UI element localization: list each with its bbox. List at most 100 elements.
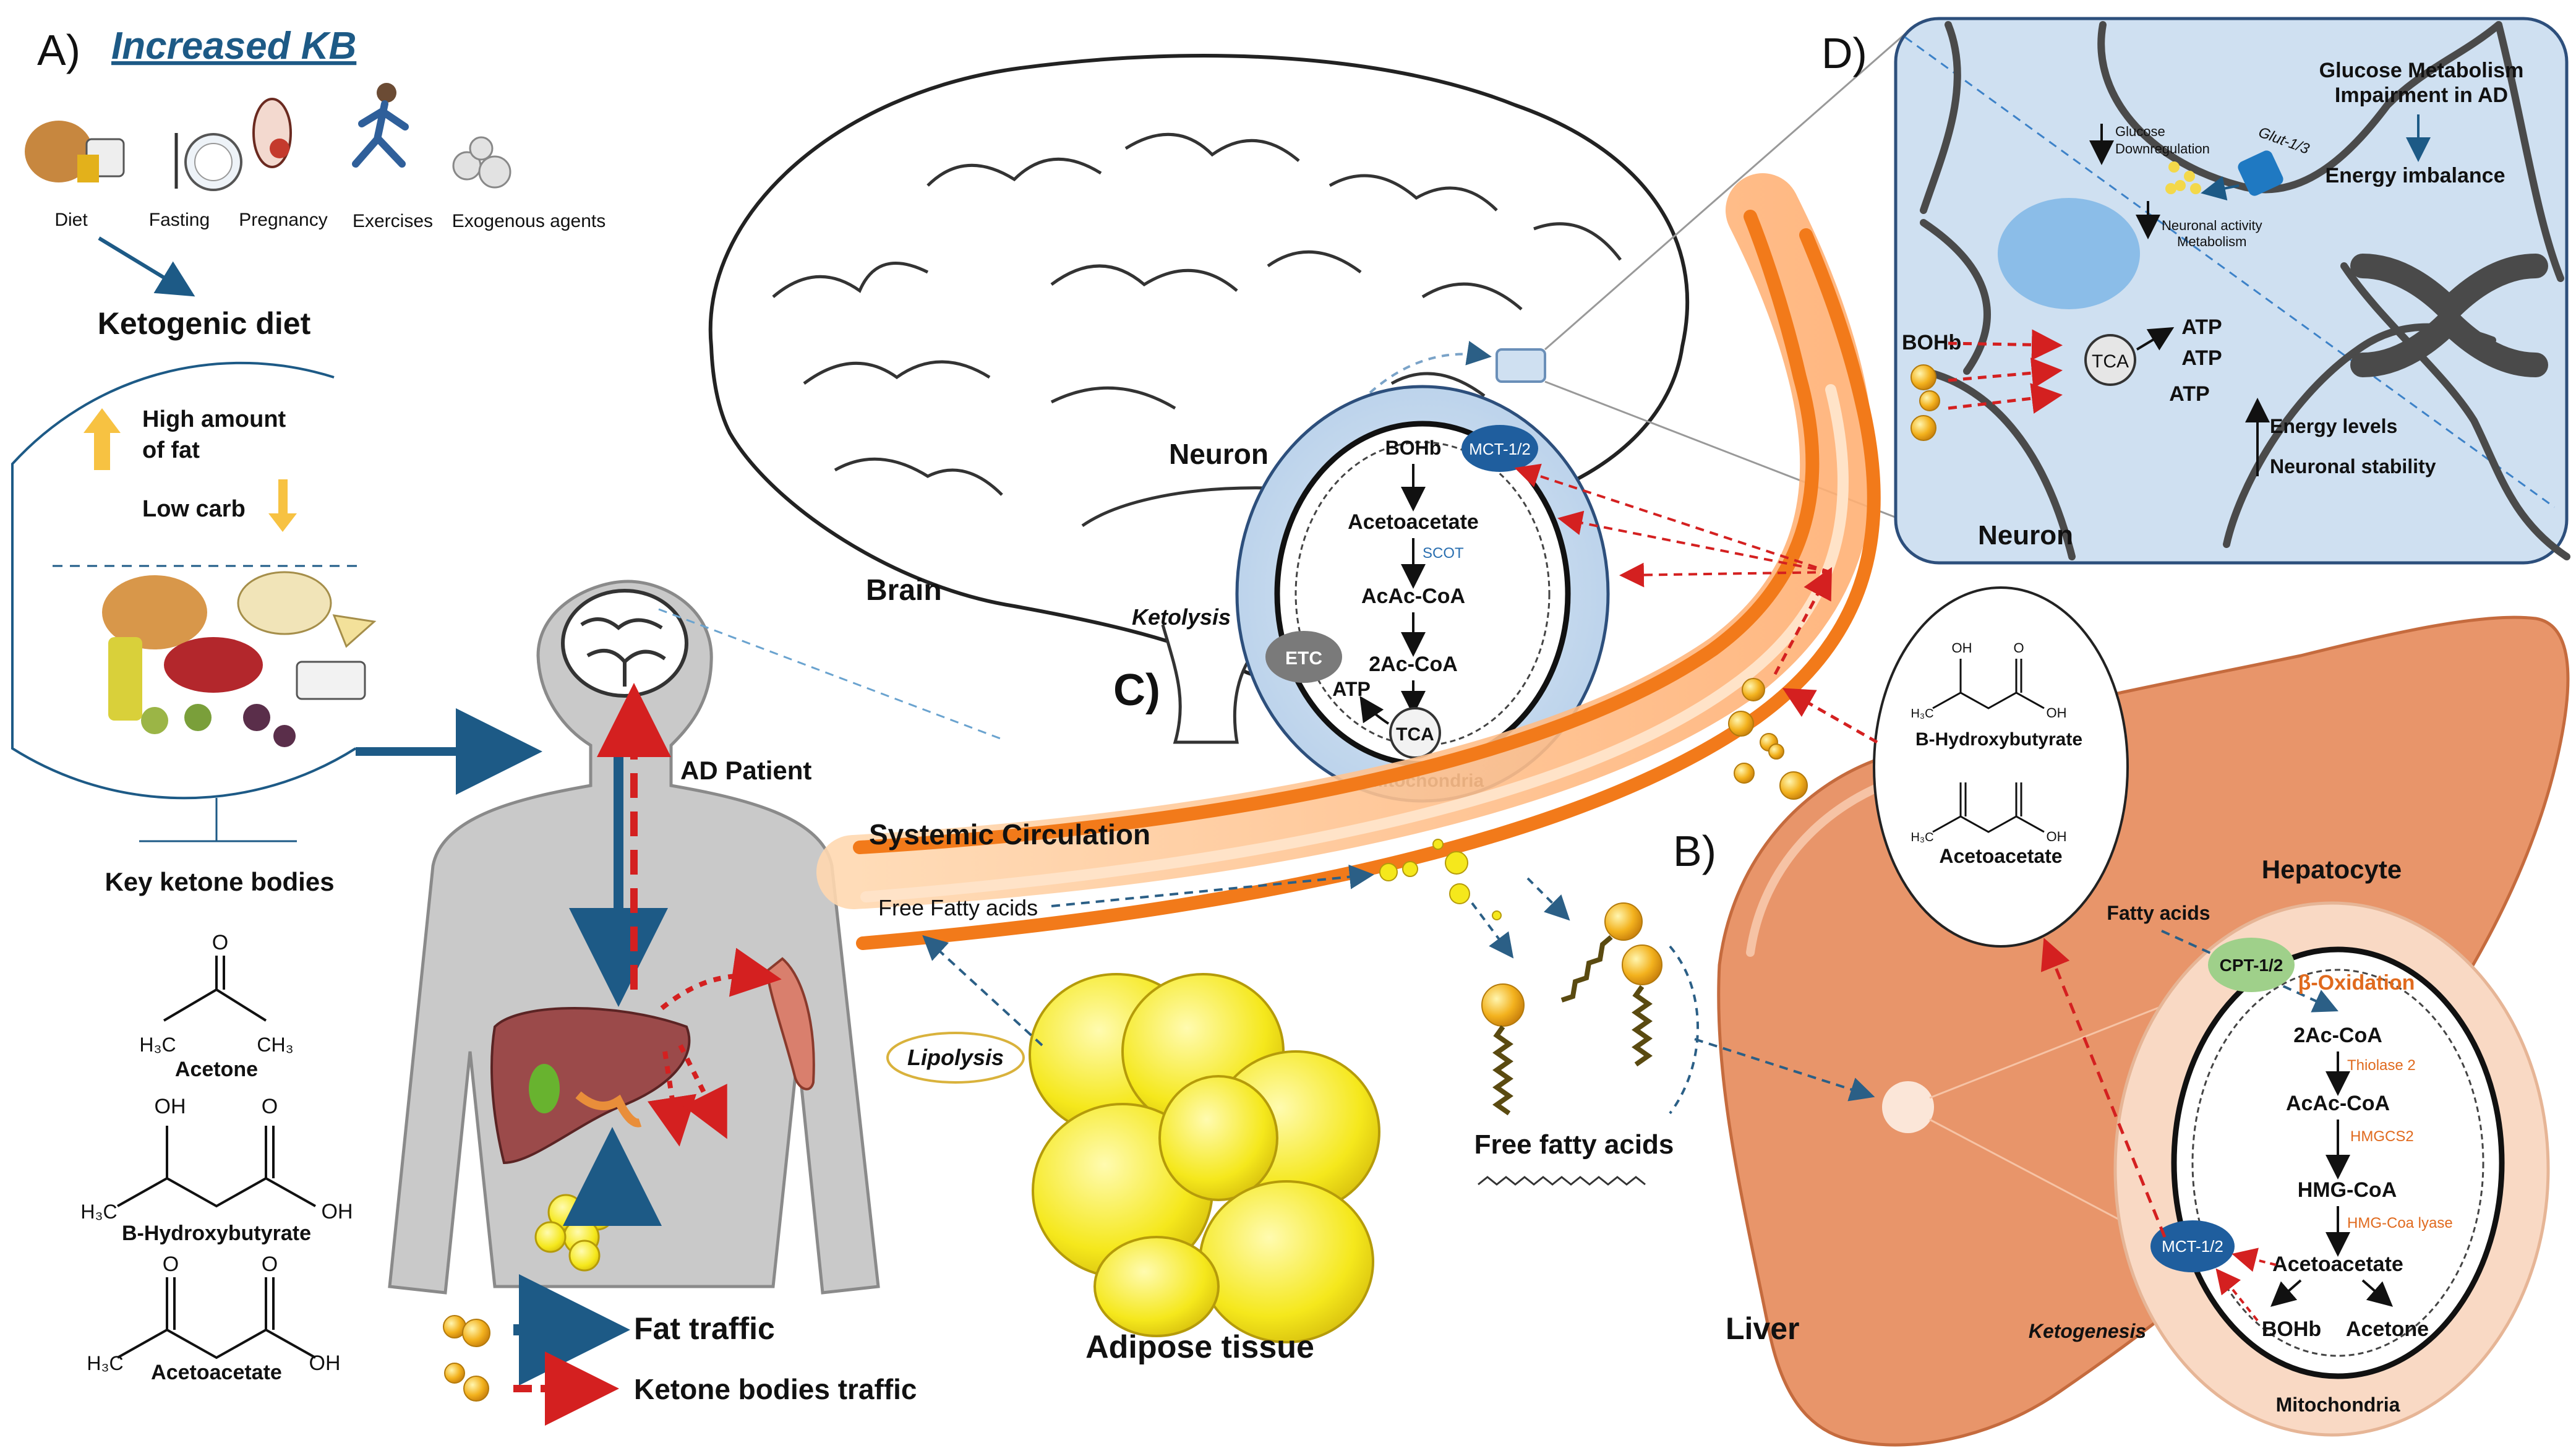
panel-b-letter: B) <box>1673 827 1716 875</box>
acetoacetate-structure: O O H₃C OH Acetoacetate <box>87 1253 340 1384</box>
liver-mitochondrion-inner <box>2191 969 2484 1357</box>
acac-oxygen-1: O <box>163 1253 179 1276</box>
b-fatty-acids: Fatty acids <box>2107 902 2210 924</box>
oval-bhb-h3c: H₃C <box>1911 707 1933 721</box>
c-scot-enzyme: SCOT <box>1423 545 1464 562</box>
c-atp: ATP <box>1332 678 1371 700</box>
d-neuronal-stability: Neuronal stability <box>2270 455 2436 477</box>
c-etc-label: ETC <box>1285 648 1322 669</box>
b-to-bohb-arrow <box>2270 1279 2302 1307</box>
source-exogenous-agents: Exogenous agents <box>452 211 606 231</box>
fatty-foods-icon <box>102 571 377 747</box>
oval-bhb-oh: OH <box>1952 640 1972 656</box>
d-ketone-arrow-1 <box>1948 329 2063 361</box>
oval-acac-oh: OH <box>2047 829 2067 844</box>
b-2ac-coa: 2Ac-CoA <box>2293 1024 2382 1047</box>
b-cpt-transporter <box>2208 938 2295 992</box>
neuron-processes <box>1920 21 2570 560</box>
acetoacetate-name: Acetoacetate <box>151 1361 282 1384</box>
b-ketogenesis: Ketogenesis <box>2029 1320 2146 1342</box>
b-ketone-export-arrow <box>2040 938 2167 1238</box>
panel-d-frame <box>1894 17 2569 565</box>
legend-ketone-traffic: Ketone bodies traffic <box>634 1373 917 1405</box>
b-cpt-label: CPT-1/2 <box>2220 956 2283 975</box>
body-liver-icon <box>490 1007 691 1165</box>
acac-h3c: H₃C <box>87 1352 123 1374</box>
head-zoom-line <box>658 608 1003 740</box>
d-tca-cycle <box>2084 334 2136 386</box>
fasting-icon <box>174 133 242 191</box>
b-acetone: Acetone <box>2346 1317 2429 1341</box>
increased-kb-title: Increased KB <box>111 25 356 67</box>
high-fat-line2: of fat <box>142 437 200 463</box>
bhb-oh-top: OH <box>155 1095 186 1118</box>
liver-label: Liver <box>1726 1311 1800 1346</box>
d-neuron-label: Neuron <box>1978 520 2073 550</box>
free-fatty-acids-label: Free fatty acids <box>1474 1129 1674 1160</box>
low-carb-label: Low carb <box>142 496 246 522</box>
b-hmg-lyase: HMG-Coa lyase <box>2347 1215 2453 1231</box>
b-mitochondria: Mitochondria <box>2276 1394 2400 1416</box>
head-zoom-line-hidden <box>659 328 662 612</box>
neuron-zoom-box <box>1496 348 1546 383</box>
b-beta-oxidation: β-Oxidation <box>2298 971 2415 995</box>
c-tca-to-atp-arrow <box>1359 696 1390 725</box>
synapse-icon <box>2350 254 2548 377</box>
oval-bhb-name: B-Hydroxybutyrate <box>1915 729 2082 750</box>
lipolysis-arrow <box>922 935 1043 1047</box>
high-fat-line1: High amount <box>142 406 286 432</box>
zoom-arrow <box>1369 341 1492 394</box>
vessel-to-neuron-arrow-3 <box>1619 562 1831 588</box>
d-energy-imbalance: Energy imbalance <box>2325 164 2505 187</box>
bhb-name: B-Hydroxybutyrate <box>122 1222 311 1245</box>
vessel-fat-particles-icon <box>1379 839 1502 920</box>
ffa-in-vessel-label: Free Fatty acids <box>878 895 1038 920</box>
panel-c-ketolysis: Neuron Ketolysis C) BOHb MCT-1/2 Acetoac… <box>1113 385 1610 803</box>
low-carb-down-arrow-icon <box>268 479 297 532</box>
source-fasting: Fasting <box>149 210 210 230</box>
blood-vessel <box>816 173 1881 950</box>
acetone-h3c: H₃C <box>139 1034 176 1056</box>
systemic-circulation-label: Systemic Circulation <box>869 818 1150 850</box>
ketone-structures-oval: OH O H₃C OH B-Hydroxybutyrate H₃C OH Ace… <box>1873 586 2129 948</box>
d-glucose-particles-icon <box>2165 161 2201 194</box>
ad-patient-label: AD Patient <box>680 756 811 785</box>
acac-oh: OH <box>309 1351 341 1375</box>
panel-a-letter: A) <box>37 26 80 74</box>
oval-acac-name: Acetoacetate <box>1939 845 2062 867</box>
d-ketone-ball-3 <box>1911 415 1936 441</box>
hepatocyte-panel: Hepatocyte Fatty acids CPT-1/2 β-Oxidati… <box>2029 855 2550 1437</box>
pregnancy-icon <box>252 98 292 168</box>
b-acetoacetate: Acetoacetate <box>2272 1253 2403 1276</box>
b-to-acetone-arrow <box>2361 1279 2394 1307</box>
brain-inside-head-icon <box>561 589 688 698</box>
vessel-to-neuron-arrow-2 <box>1557 510 1831 573</box>
d-tca-atp-arrow <box>2136 327 2175 351</box>
d-neuronal-activity-1: Neuronal activity <box>2162 218 2262 233</box>
b-thiolase: Thiolase 2 <box>2347 1057 2416 1074</box>
ffa-flow-arrow <box>1051 864 1374 907</box>
bhb-oxygen: O <box>262 1095 278 1118</box>
b-hmg-coa: HMG-CoA <box>2298 1178 2397 1202</box>
adipose-tissue-illustration <box>1029 973 1380 1343</box>
neuron-label: Neuron <box>1169 438 1269 470</box>
d-glut-arrow <box>2201 176 2240 201</box>
legend-fat-traffic: Fat traffic <box>634 1311 775 1346</box>
acetone-oxygen: O <box>212 931 228 954</box>
diet-to-ketogenic-arrow <box>98 236 195 297</box>
neuron-nucleus <box>1998 198 2140 309</box>
b-hmgcs2: HMGCS2 <box>2350 1128 2414 1145</box>
c-mct-transporter <box>1461 425 1538 472</box>
bhb-h3c: H₃C <box>80 1201 117 1223</box>
d-ketone-ball-2 <box>1919 390 1940 411</box>
d-glucose-title-1: Glucose Metabolism <box>2319 59 2524 82</box>
panel-d-diagonal <box>1904 36 2555 508</box>
ketone-down-arrow-2 <box>678 1044 727 1139</box>
b-bohb: BOHb <box>2262 1317 2321 1341</box>
d-ketone-arrow-3 <box>1948 383 2063 414</box>
traffic-legend: Fat traffic Ketone bodies traffic <box>443 1274 917 1426</box>
d-ketone-arrow-2 <box>1948 358 2063 388</box>
ffa-to-liver-arrow <box>1694 1038 1875 1102</box>
oval-bhb-oh-end: OH <box>2047 705 2067 721</box>
